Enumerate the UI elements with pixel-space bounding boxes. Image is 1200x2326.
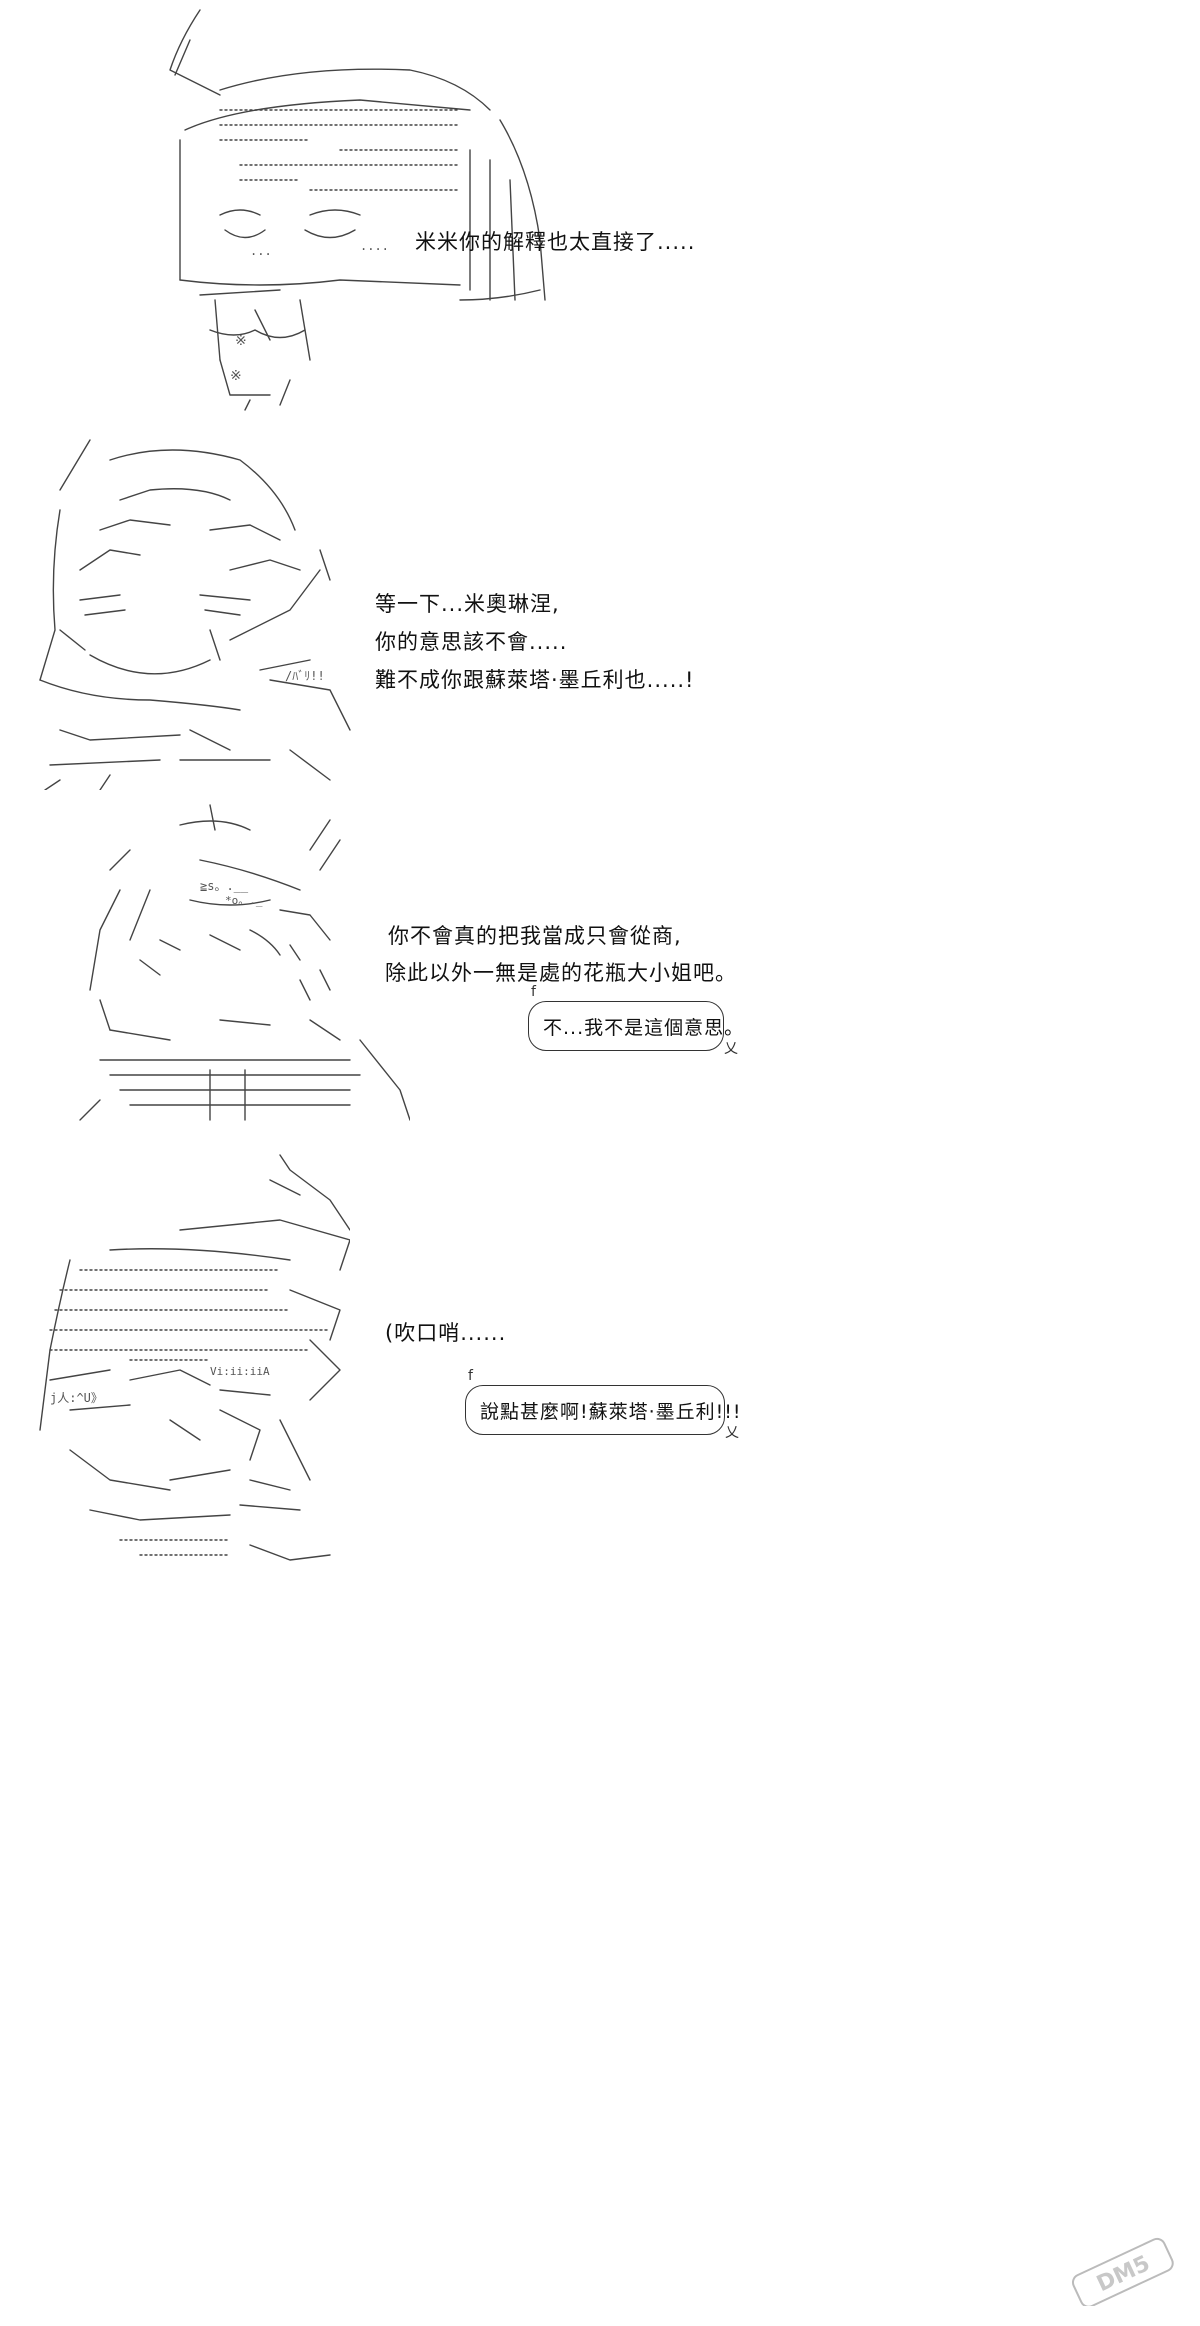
dialogue-line: 難不成你跟蘇萊塔·墨丘利也.....! [375,668,695,692]
bubble-mark-bottom: 乂 [725,1425,740,1441]
dialogue-line: 等一下...米奧琳涅, [375,592,560,616]
dialogue-line: 除此以外一無是處的花瓶大小姐吧。 [385,961,737,985]
speech-bubble: f 說點甚麼啊!蘇萊塔·墨丘利!!! 乂 [465,1368,741,1441]
dialogue-line: 你不會真的把我當成只會從商, [388,924,682,948]
dialogue-line: (吹口哨...... [385,1321,507,1345]
speech-bubble-text: 不...我不是這個意思。 [543,1016,745,1039]
svg-text:*o。._: *o。._ [225,894,263,907]
dialogue-line: 你的意思該不會..... [375,630,568,654]
svg-text:....: .... [360,239,389,253]
svg-text:...: ... [250,244,272,258]
ascii-art-character-2: /ﾊﾞﾘ!! [39,439,351,790]
speech-bubble: f 不...我不是這個意思。 乂 [528,984,743,1057]
svg-text:≧s。.__: ≧s。.__ [200,879,249,893]
panel-3: ≧s。.__ *o。._ 你不會真的把我當成只會從商, 除此以外一無是處的花瓶大… [0,800,1200,1140]
panel-2: /ﾊﾞﾘ!! 等一下...米奧琳涅, 你的意思該不會..... 難不成你跟蘇萊塔… [0,420,1200,800]
bubble-mark-bottom: 乂 [724,1041,739,1057]
svg-text:Vi:ii:iiA: Vi:ii:iiA [210,1365,270,1378]
ascii-art-character-1: ... .... ※ ※ [169,9,546,411]
svg-text:j人:^U》: j人:^U》 [50,1391,103,1405]
panel-1: ... .... ※ ※ 米米你的解釋也太直接了..... [0,0,1200,420]
dialogue-line: 米米你的解釋也太直接了..... [415,230,696,254]
speech-bubble-text: 說點甚麼啊!蘇萊塔·墨丘利!!! [480,1400,742,1423]
panel-4: j人:^U》 Vi:ii:iiA (吹口哨...... f 說點甚麼啊!蘇萊塔·… [0,1140,1200,2326]
ascii-art-character-4: j人:^U》 Vi:ii:iiA [39,1154,350,1561]
bubble-mark-top: f [531,984,537,1000]
svg-text:※: ※ [235,333,247,349]
svg-text:※: ※ [230,368,242,384]
dm5-watermark-logo: DM5 [1071,2237,1174,2306]
ascii-art-character-3: ≧s。.__ *o。._ [79,804,410,1121]
svg-text:/ﾊﾞﾘ!!: /ﾊﾞﾘ!! [285,669,325,683]
bubble-mark-top: f [468,1368,474,1384]
